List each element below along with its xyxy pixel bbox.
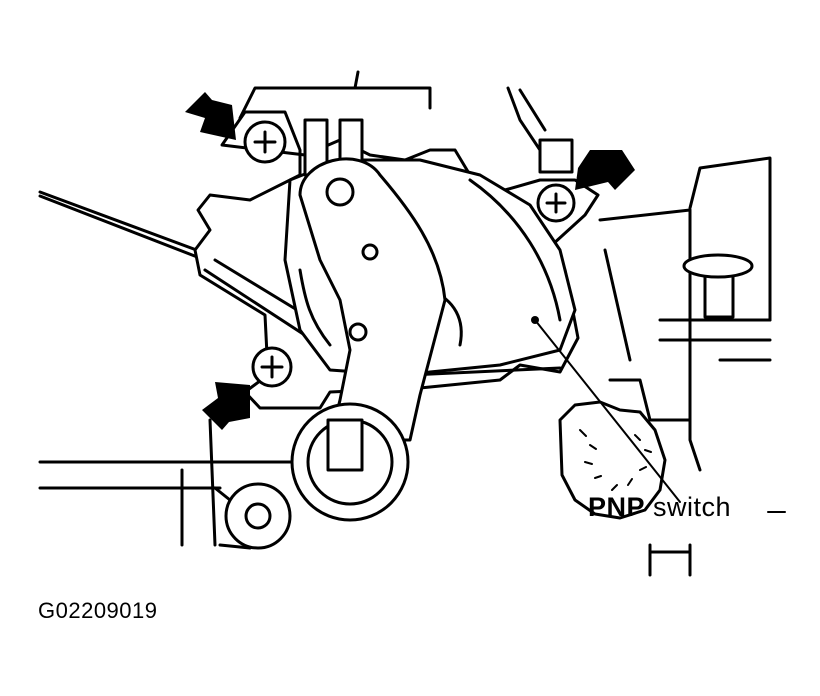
switch-label: switch (653, 492, 732, 522)
shaft-boss (213, 402, 410, 550)
pnp-switch-callout: PNP switch (588, 492, 731, 523)
right-shaft (658, 253, 772, 342)
top-tabs (303, 118, 574, 177)
arrow-upper-right (575, 150, 635, 190)
spline-gear (558, 400, 667, 520)
arrow-upper-left (185, 92, 236, 140)
pnp-label: PNP (588, 492, 646, 522)
upper-right-screw (536, 183, 576, 223)
figure-code: G02209019 (38, 598, 158, 623)
upper-left-screw (243, 120, 287, 164)
transmission-housing (38, 70, 772, 577)
manual-shaft-lever (298, 157, 447, 442)
arrow-lower-left (202, 382, 250, 430)
callout-leader (531, 316, 786, 513)
lower-left-screw (251, 346, 293, 388)
